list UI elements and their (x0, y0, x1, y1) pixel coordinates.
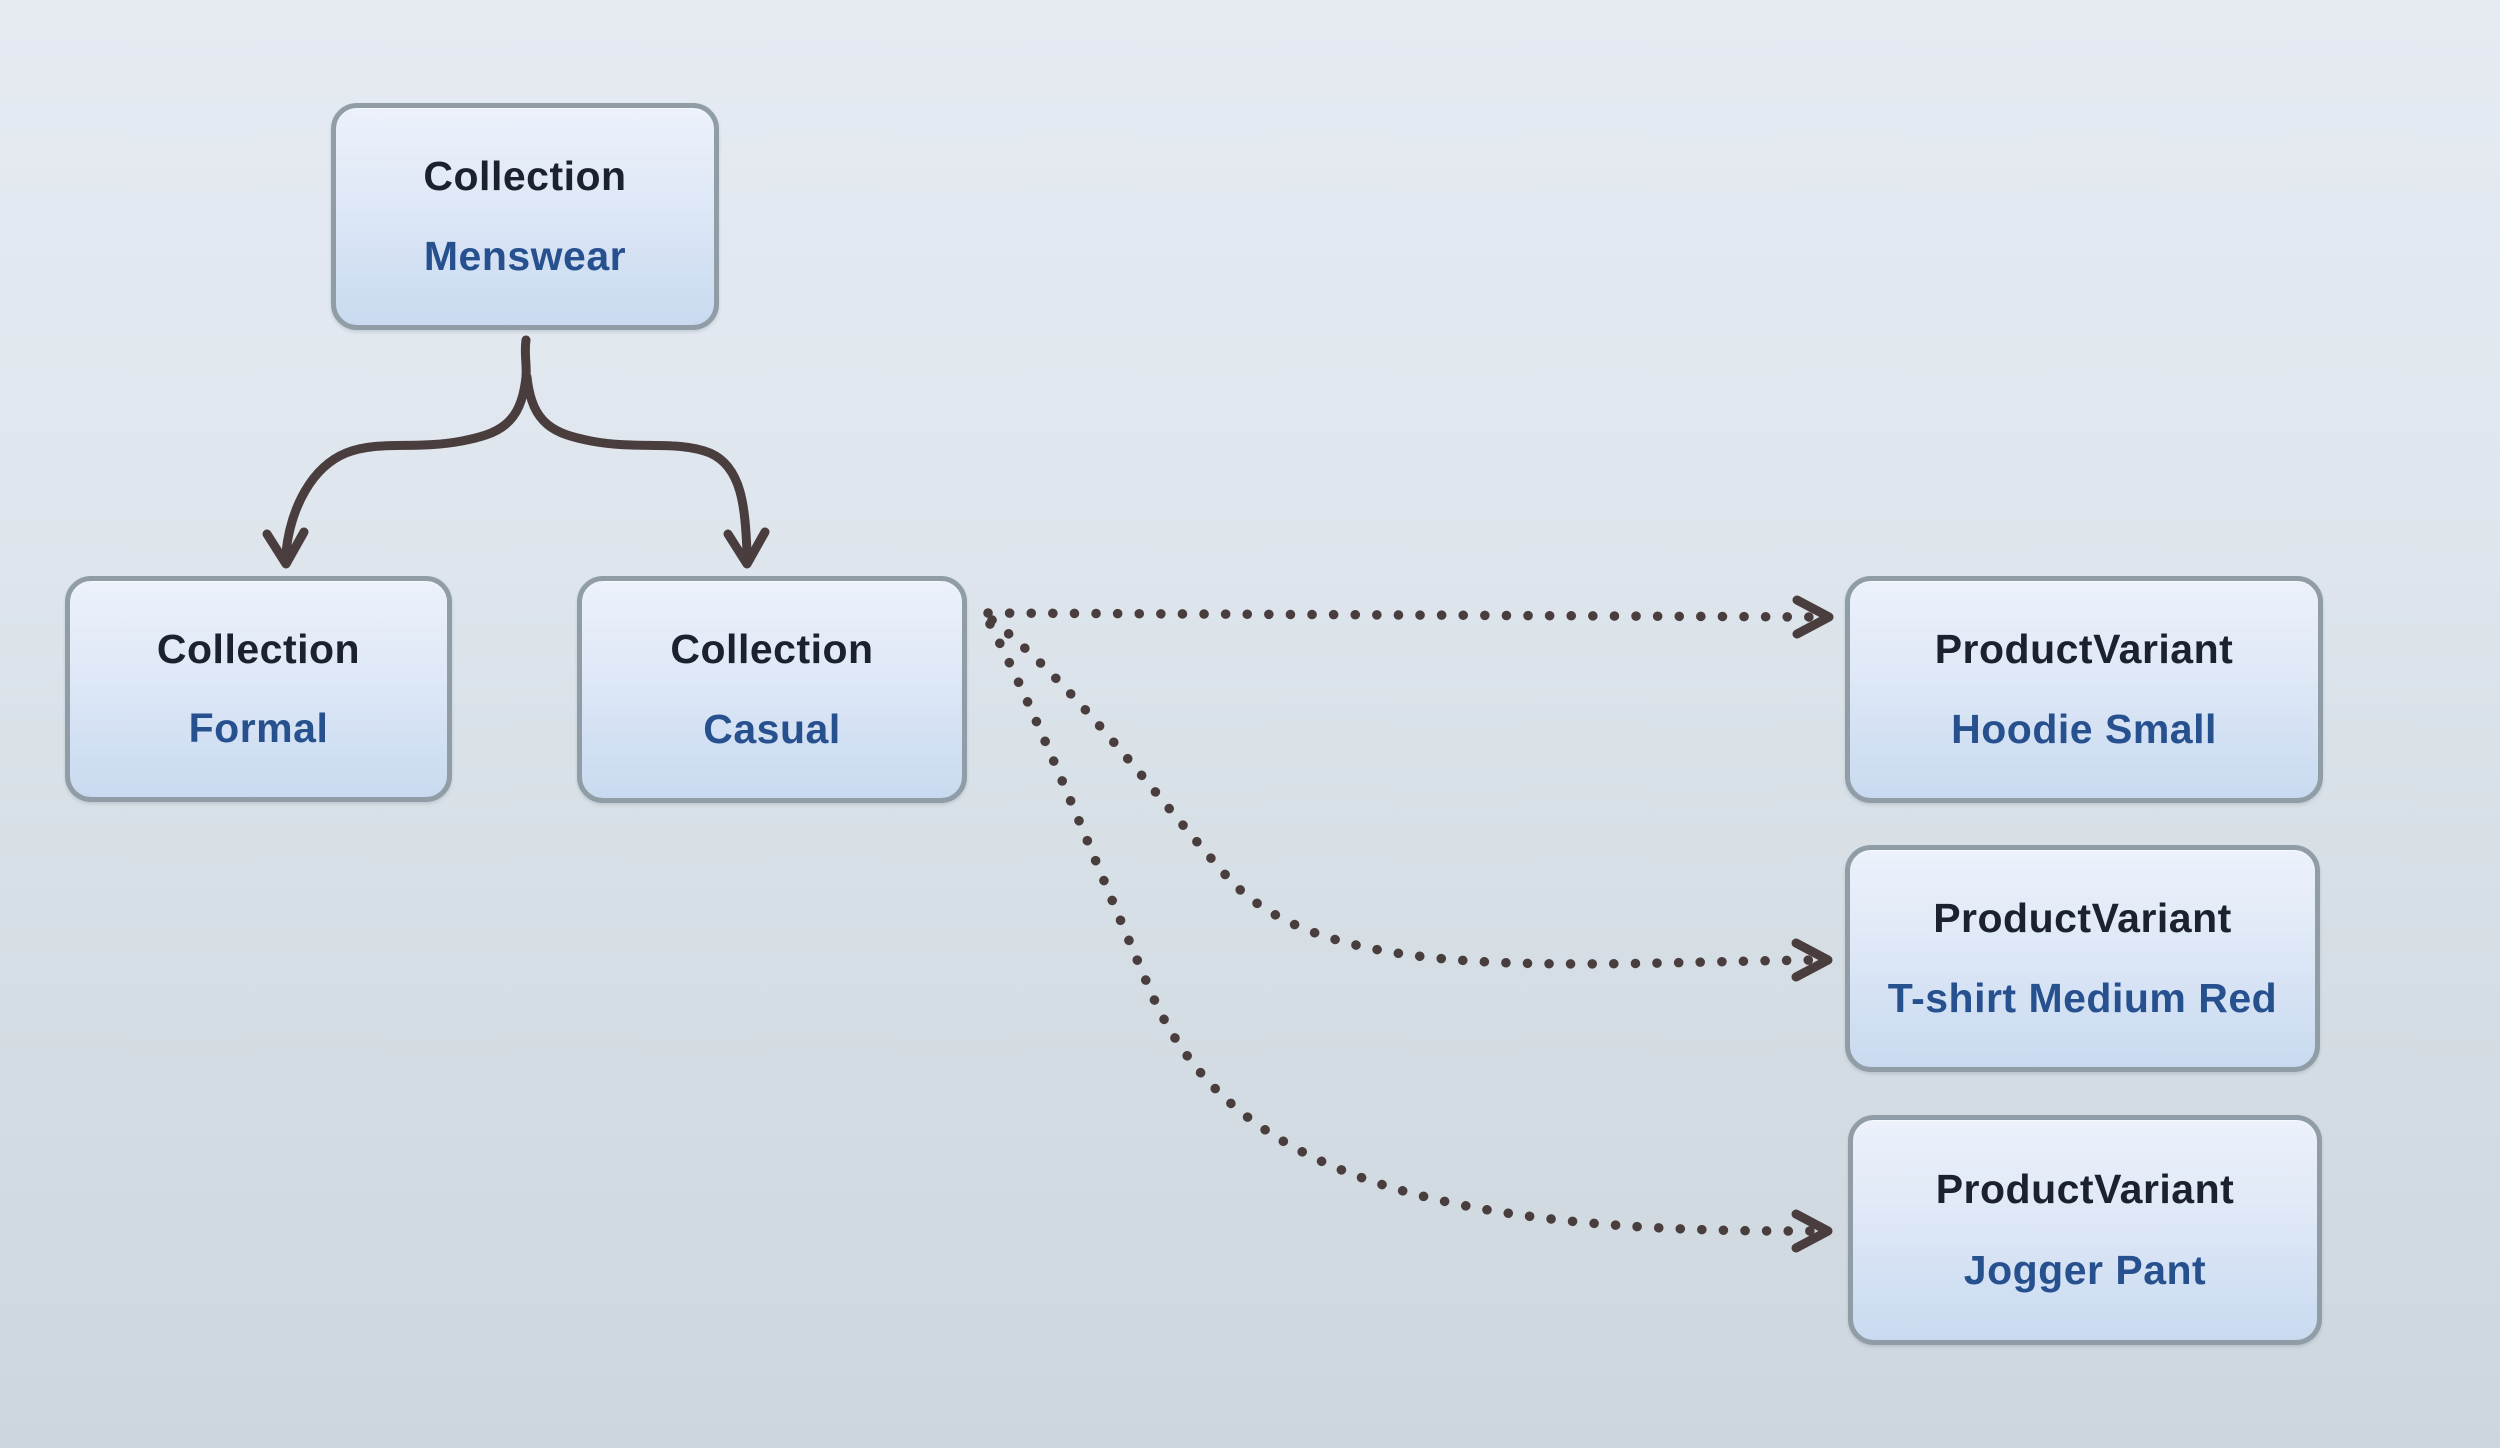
arrowhead-down-icon (262, 527, 309, 569)
arrowhead-down-icon (723, 527, 770, 569)
node-type-label: ProductVariant (1934, 626, 2234, 672)
arrowhead-right-icon (1792, 595, 1834, 639)
node-productvariant-tshirt-medium-red: ProductVariant T-shirt Medium Red (1845, 845, 2320, 1072)
edge-casual-jogger (985, 619, 1833, 1253)
node-collection-formal: Collection Formal (65, 576, 452, 802)
node-name-label: T-shirt Medium Red (1887, 975, 2278, 1021)
arrowhead-right-icon (1791, 938, 1833, 982)
node-name-label: Menswear (423, 233, 627, 279)
node-type-label: Collection (423, 153, 627, 199)
node-type-label: ProductVariant (1933, 895, 2232, 941)
node-name-label: Jogger Pant (1963, 1247, 2207, 1293)
arrowhead-right-icon (1791, 1209, 1833, 1253)
node-collection-casual: Collection Casual (577, 576, 967, 803)
node-name-label: Hoodie Small (1951, 706, 2217, 752)
node-productvariant-hoodie-small: ProductVariant Hoodie Small (1845, 576, 2323, 803)
node-type-label: Collection (156, 625, 361, 672)
node-name-label: Casual (703, 706, 841, 752)
edge-casual-tshirt (987, 615, 1833, 982)
edge-menswear-formal (262, 335, 531, 569)
edge-menswear-casual (522, 372, 770, 569)
node-name-label: Formal (188, 705, 329, 752)
node-type-label: ProductVariant (1935, 1166, 2235, 1212)
node-productvariant-jogger-pant: ProductVariant Jogger Pant (1848, 1115, 2322, 1345)
node-type-label: Collection (670, 626, 874, 672)
node-collection-menswear: Collection Menswear (331, 103, 719, 330)
edge-casual-hoodie (983, 595, 1834, 639)
